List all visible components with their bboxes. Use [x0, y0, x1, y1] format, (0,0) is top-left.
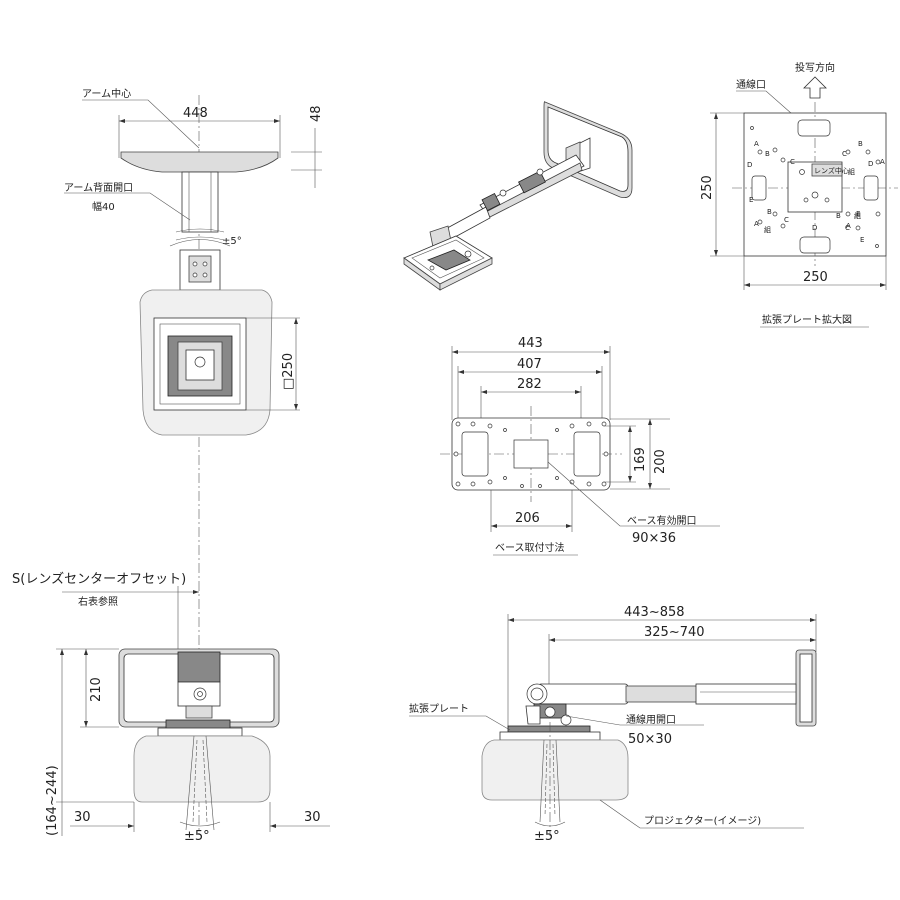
front-projector — [133, 735, 271, 803]
cable-hole-label: 通線口 — [736, 78, 766, 91]
hole-label: D — [868, 160, 873, 168]
width40-label: 幅40 — [92, 200, 115, 213]
base-mount-caption: ベース取付寸法 — [495, 541, 565, 554]
top-view: アーム中心 448 48 アーム背面開口 幅40 ±5° — [64, 87, 324, 835]
hole-label: A — [880, 158, 885, 166]
hole-label: D — [747, 161, 752, 169]
hole-label: C — [845, 224, 850, 232]
hole-label: C — [784, 216, 789, 224]
side-arm-middle — [625, 685, 699, 703]
hole-label: A — [754, 140, 759, 148]
cable-opening-label: 通線用開口 — [626, 713, 676, 726]
extension-plate-label: 拡張プレート — [409, 702, 469, 715]
base-dim-282: 282 — [517, 377, 542, 392]
front-dim-210: 210 — [89, 677, 104, 702]
front-tilt-label: ±5° — [184, 829, 210, 844]
side-dim-443-858: 443~858 — [624, 605, 685, 620]
cable-opening-size: 50×30 — [628, 732, 672, 747]
effective-opening-label: ベース有効開口 — [627, 514, 697, 527]
hole-sub-label: 組 — [764, 225, 771, 234]
hole-label: B — [765, 150, 770, 158]
hole-label: C — [842, 150, 847, 158]
plate-dim-height: 250 — [700, 175, 715, 200]
side-arm-inner — [537, 683, 629, 705]
side-extension-plate — [507, 725, 591, 733]
hole-label: B — [836, 212, 841, 220]
plate-holes — [750, 126, 881, 248]
front-dim-30-left: 30 — [74, 810, 91, 825]
effective-opening-size: 90×36 — [632, 531, 676, 546]
hole-label: E — [860, 236, 864, 244]
base-dim-443: 443 — [518, 336, 543, 351]
hole-label: A — [754, 220, 759, 228]
base-effective-opening — [513, 439, 549, 469]
hole-label: B — [858, 140, 863, 148]
base-mount: 443 407 282 — [440, 336, 720, 556]
side-arm-outer — [695, 683, 797, 705]
base-dim-169: 169 — [633, 447, 648, 472]
base-dim-407: 407 — [517, 357, 542, 372]
front-view: S(レンズセンターオフセット) 右表参照 210 (16 — [12, 571, 330, 844]
side-dim-325-740: 325~740 — [644, 625, 705, 640]
hole-label: D — [812, 224, 817, 232]
base-dim-206: 206 — [515, 511, 540, 526]
projection-arrow-icon — [803, 76, 827, 99]
isometric-view — [403, 101, 633, 291]
hole-sub-label: 組 — [848, 167, 855, 176]
projection-direction-label: 投写方向 — [795, 61, 835, 74]
dim-48: 48 — [309, 105, 324, 122]
hole-label: A — [846, 222, 851, 230]
lens-center-sticker: レンズ中心 — [814, 166, 849, 175]
cable-hole — [797, 119, 831, 137]
plate-detail-caption: 拡張プレート拡大図 — [762, 313, 852, 326]
hole-label: E — [856, 210, 860, 218]
hole-label: C — [790, 158, 795, 166]
base-dim-200: 200 — [653, 449, 668, 474]
arm-center-label: アーム中心 — [82, 87, 131, 100]
right-table-ref: 右表参照 — [78, 595, 118, 608]
arm-top — [181, 171, 219, 233]
side-projector — [481, 739, 629, 801]
wall-plate-top — [120, 151, 279, 173]
front-arm-block — [177, 651, 221, 683]
lens-offset-label: S(レンズセンターオフセット) — [12, 571, 186, 587]
front-dim-30-right: 30 — [304, 810, 321, 825]
dim-448: 448 — [183, 106, 208, 121]
dim-square-250: □250 — [281, 353, 296, 390]
plate-dim-width: 250 — [803, 270, 828, 285]
arm-back-opening-label: アーム背面開口 — [64, 181, 133, 194]
plate-detail: 投写方向 通線口 レンズ中心 A B C D E — [700, 61, 898, 328]
base-holes — [453, 421, 609, 488]
side-view: 443~858 325~740 拡張プレート 通線用開口 — [409, 605, 817, 844]
top-tilt-label: ±5° — [222, 236, 242, 247]
projector-label: プロジェクター(イメージ) — [644, 815, 761, 827]
hole-label: E — [749, 196, 753, 204]
hole-label: B — [767, 208, 772, 216]
hole-sub-label: 組 — [854, 211, 861, 220]
side-tilt-label: ±5° — [534, 829, 560, 844]
front-dim-range: (164~244) — [45, 765, 60, 836]
